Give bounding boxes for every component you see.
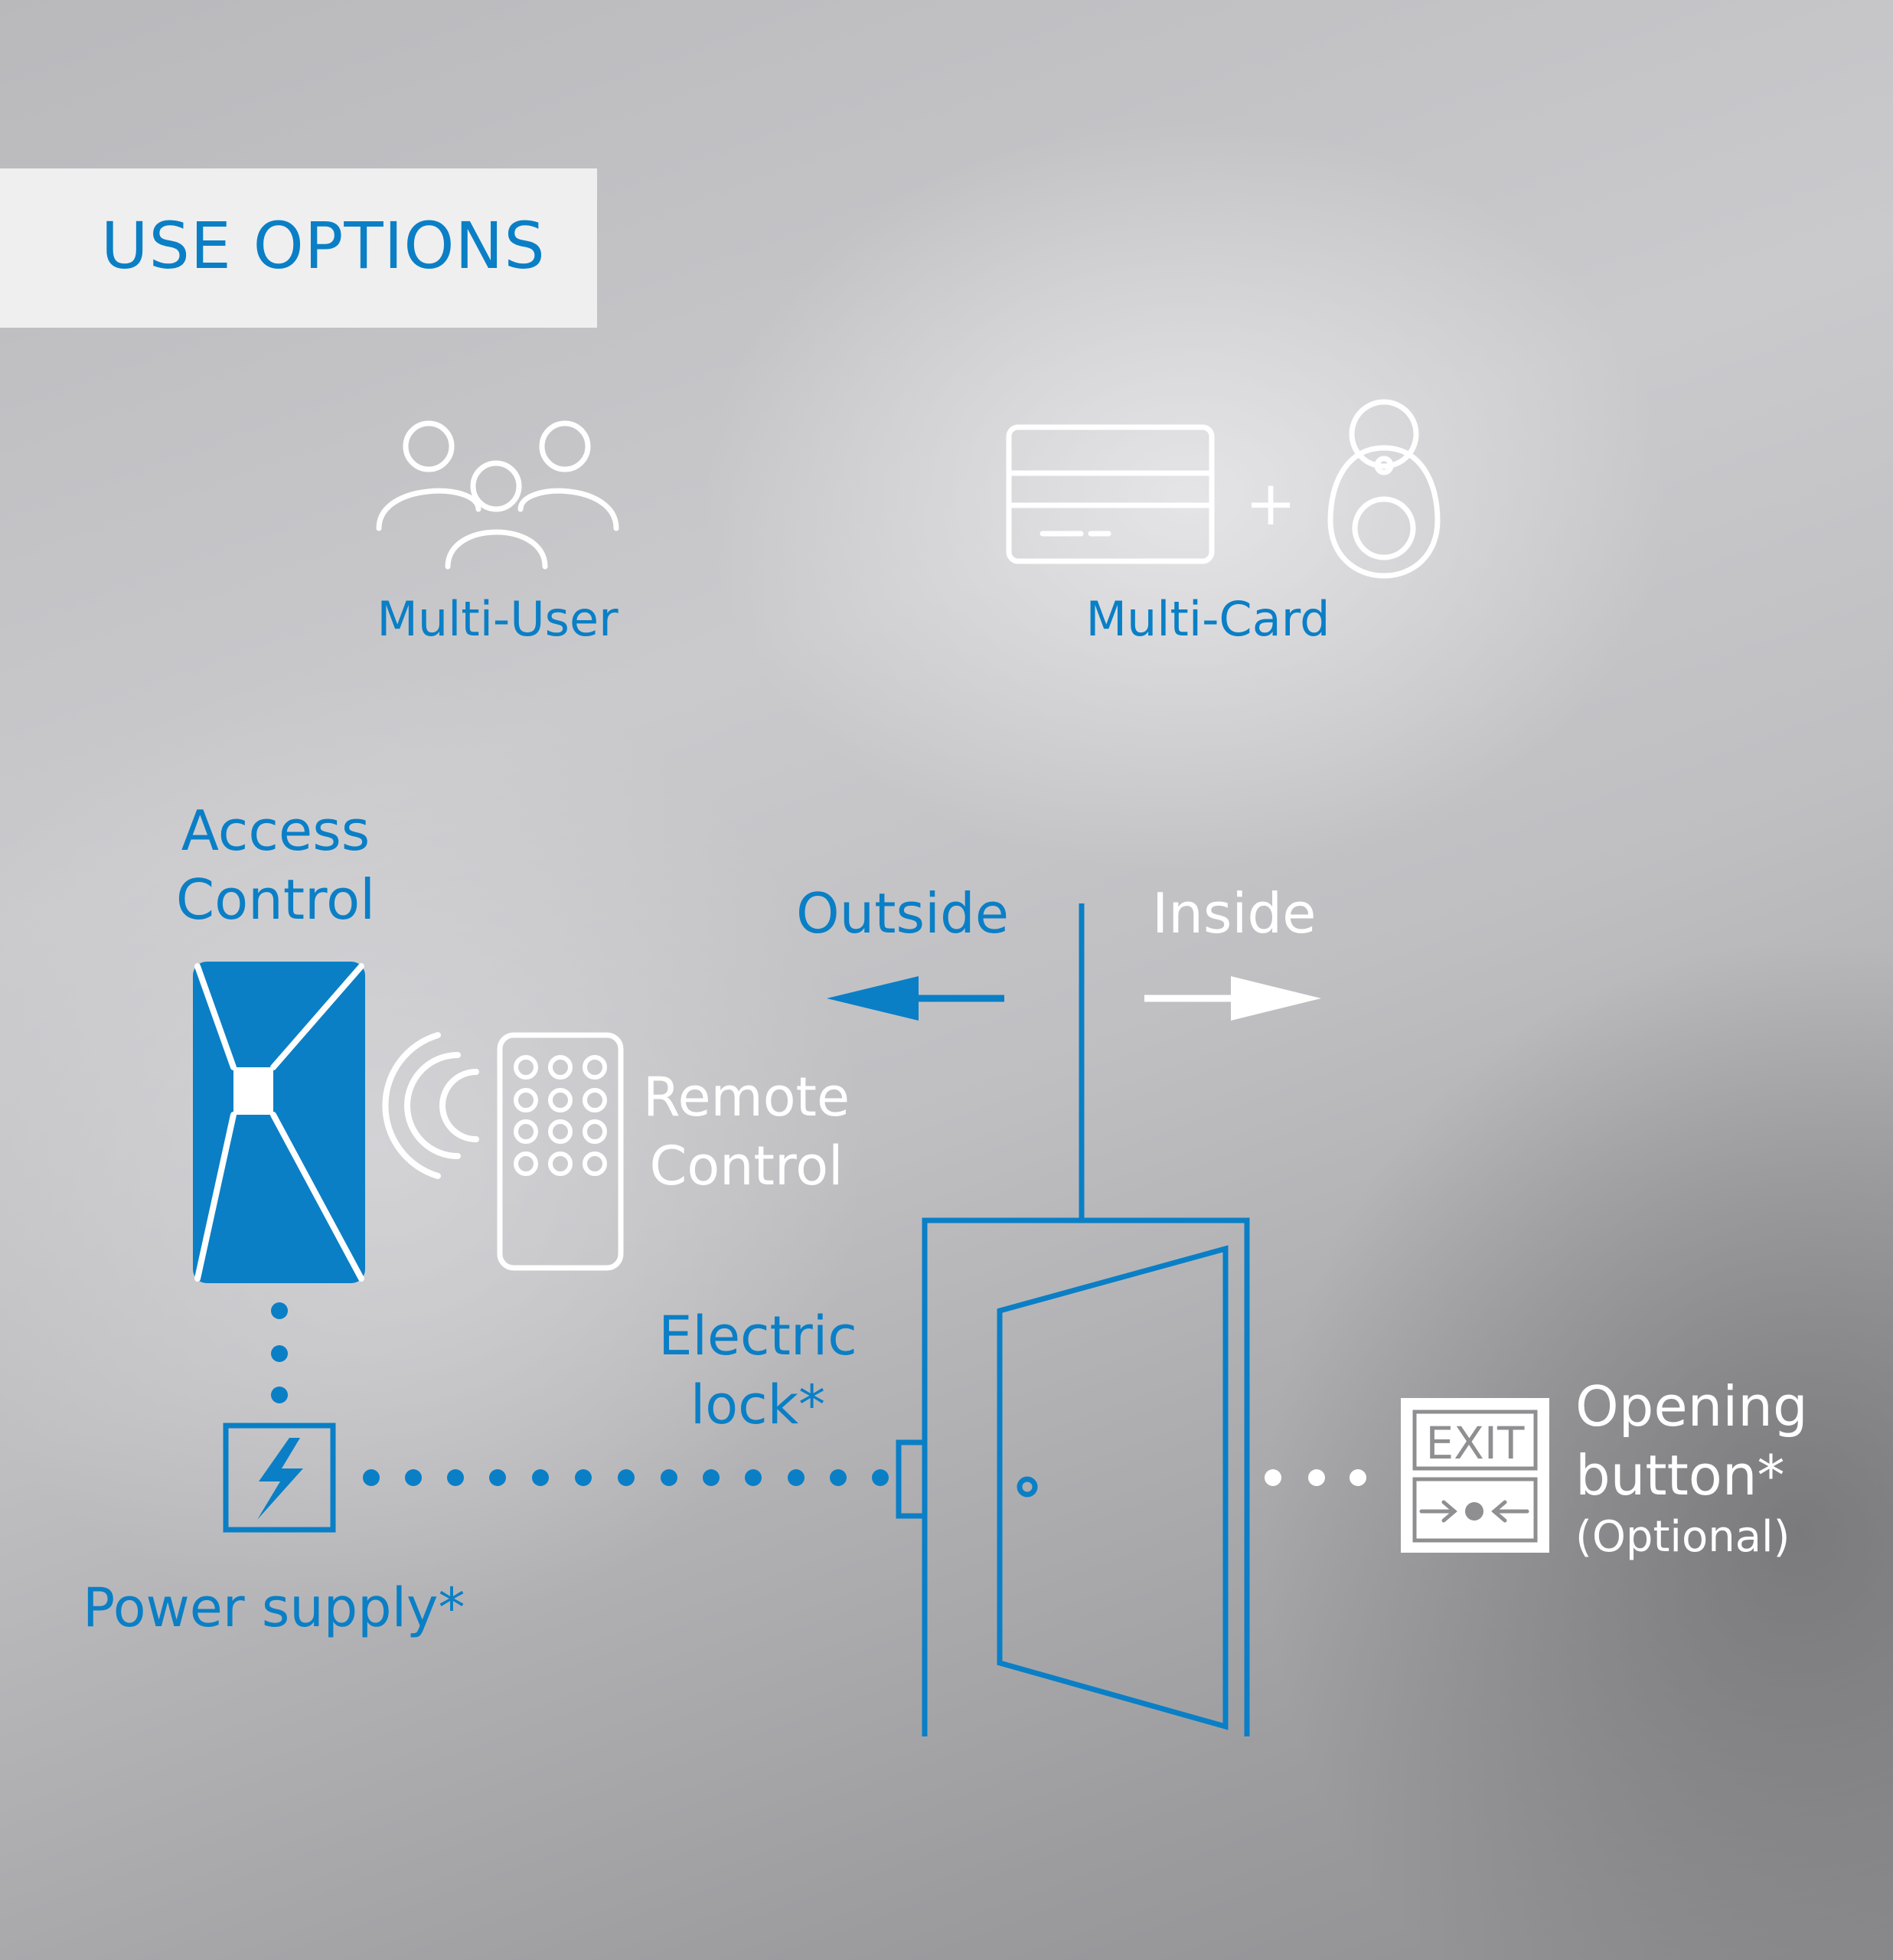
inside-arrow-icon: [1144, 976, 1321, 1021]
electric-lock-label: Electric lock*: [643, 1302, 873, 1439]
door-exit-connection: [1265, 1469, 1366, 1486]
door-icon: [922, 1217, 1250, 1736]
key-fob-icon: [1327, 399, 1441, 579]
access-control-line2: Control: [175, 867, 376, 932]
access-control-line1: Access: [181, 799, 370, 863]
electric-lock-line1: Electric: [658, 1305, 857, 1367]
wireless-signal-icon: [382, 1032, 479, 1179]
exit-sign-text: EXIT: [1426, 1417, 1525, 1469]
opening-button-optional: (Optional): [1575, 1512, 1790, 1562]
access-control-reader-icon: [193, 962, 365, 1283]
opening-button-line2: button*: [1575, 1443, 1785, 1508]
remote-control-line1: Remote: [642, 1066, 850, 1129]
outside-arrow-icon: [827, 976, 1004, 1021]
power-supply-icon: [223, 1423, 336, 1533]
plus-sign: +: [1245, 468, 1296, 539]
remote-control-icon: [497, 1032, 624, 1271]
power-supply-label: Power supply*: [83, 1576, 465, 1639]
page-title: USE OPTIONS: [101, 208, 546, 283]
remote-control-label: Remote Control: [635, 1063, 857, 1200]
multi-card-label: Multi-Card: [1085, 591, 1330, 647]
power-lock-connection: [363, 1469, 889, 1486]
title-band: [0, 168, 597, 328]
multi-user-icon: [376, 420, 619, 570]
exit-button-icon: EXIT: [1401, 1398, 1549, 1553]
inside-label: Inside: [1152, 881, 1317, 946]
card-icon: [1006, 424, 1215, 564]
access-control-label: Access Control: [138, 796, 413, 934]
opening-button-label: Opening button* (Optional): [1575, 1372, 1808, 1565]
opening-button-line1: Opening: [1575, 1374, 1808, 1439]
remote-control-line2: Control: [649, 1135, 844, 1197]
electric-lock-icon: [896, 1439, 928, 1519]
multi-user-label: Multi-User: [377, 591, 618, 647]
outside-label: Outside: [796, 881, 1010, 946]
reader-power-connection: [271, 1302, 288, 1403]
electric-lock-line2: lock*: [690, 1374, 826, 1436]
